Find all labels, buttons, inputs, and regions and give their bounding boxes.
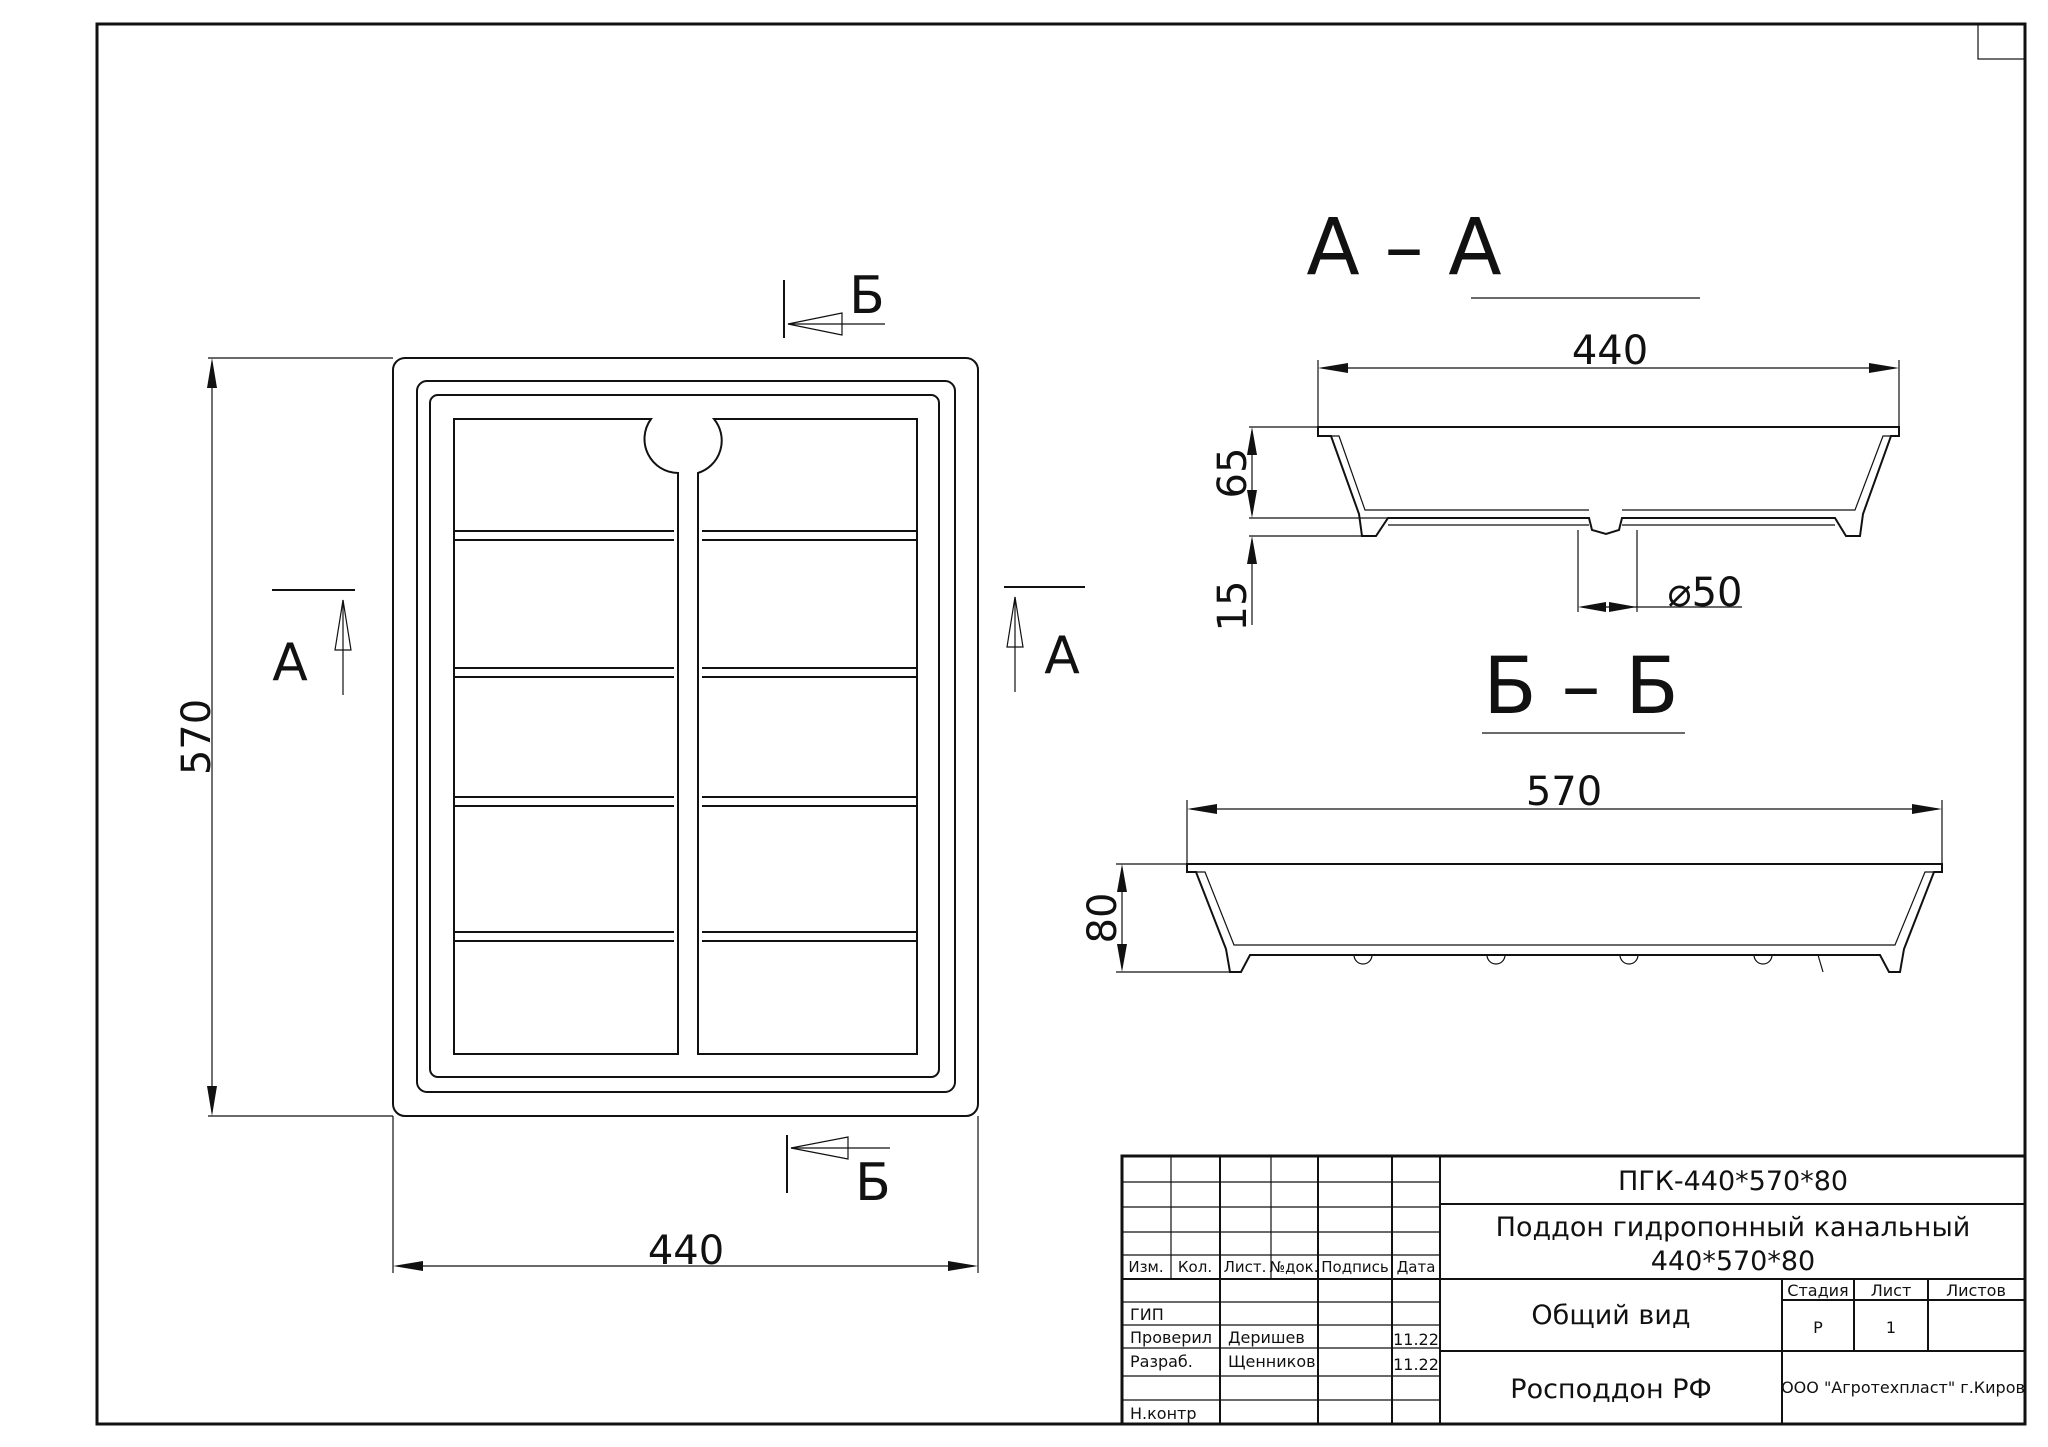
right-channel-outline (697, 418, 918, 1055)
name-razrab: Щенников (1228, 1352, 1316, 1371)
sheet-frame (95, 22, 2027, 1426)
section-bb-profile (1186, 863, 1943, 973)
front-width-label: 440 (648, 1228, 724, 1274)
sheet-value: 1 (1886, 1318, 1896, 1337)
sheet-label: Лист (1871, 1281, 1912, 1300)
tray-inner-rim (416, 380, 956, 1093)
front-width-dimension: 440 (392, 1116, 979, 1274)
date-razrab: 11.22 (1393, 1355, 1439, 1374)
section-bb-channels (1353, 954, 1824, 973)
tray-outer-rim (392, 357, 979, 1117)
product-name-line2: 440*570*80 (1651, 1246, 1815, 1277)
hdr-list: Лист. (1224, 1258, 1267, 1276)
section-aa-height-label: 65 (1210, 448, 1256, 499)
role-gip: ГИП (1130, 1305, 1164, 1324)
section-bb-height-label: 80 (1080, 893, 1126, 944)
section-bb-width-label: 570 (1526, 769, 1602, 815)
hdr-kol: Кол. (1178, 1258, 1212, 1276)
company-name: Росподдон РФ (1510, 1374, 1711, 1405)
name-proveril: Деришев (1228, 1328, 1305, 1347)
sheets-label: Листов (1946, 1281, 2006, 1300)
stage-value: Р (1813, 1318, 1823, 1337)
left-channel-outline (453, 418, 679, 1055)
role-nkontr: Н.контр (1130, 1404, 1197, 1423)
view-name: Общий вид (1531, 1300, 1690, 1331)
role-razrab: Разраб. (1130, 1352, 1193, 1371)
front-view: 570 440 А А Б (174, 266, 1085, 1274)
cross-ribs (454, 530, 917, 942)
cut-marker-b-bottom: Б (786, 1135, 891, 1213)
hdr-data: Дата (1397, 1258, 1436, 1276)
front-height-dimension: 570 (174, 357, 393, 1117)
cut-marker-a-left: А (272, 589, 355, 695)
section-aa-hole-label: ⌀50 (1668, 570, 1743, 616)
section-aa-title: А – А (1306, 203, 1501, 293)
svg-text:А: А (1044, 626, 1080, 686)
cut-marker-b-top: Б (783, 266, 885, 338)
hdr-ndoc: №док. (1270, 1258, 1319, 1276)
role-proveril: Проверил (1130, 1328, 1212, 1347)
section-aa-width-label: 440 (1572, 328, 1648, 374)
section-aa-profile (1317, 426, 1900, 537)
hdr-podpis: Подпись (1321, 1258, 1388, 1276)
date-proveril: 11.22 (1393, 1330, 1439, 1349)
svg-text:Б: Б (849, 266, 885, 326)
section-bb-title: Б – Б (1483, 642, 1679, 732)
tray-bottom-edge (429, 394, 940, 1078)
drawing-code: ПГК-440*570*80 (1618, 1166, 1848, 1197)
hdr-izm: Изм. (1128, 1258, 1163, 1276)
section-aa: А – А 440 65 15 ⌀50 (1210, 203, 1900, 632)
corner-box (1977, 23, 2026, 60)
title-block: Изм. Кол. Лист. №док. Подпись Дата ГИП П… (1120, 1154, 2027, 1426)
cut-marker-a-right: А (1004, 586, 1085, 692)
svg-text:Б: Б (855, 1153, 891, 1213)
stage-label: Стадия (1787, 1281, 1848, 1300)
product-name-line1: Поддон гидропонный канальный (1496, 1212, 1971, 1243)
front-height-label: 570 (174, 699, 220, 775)
svg-text:А: А (272, 633, 308, 693)
section-bb: Б – Б 570 80 (1080, 642, 1943, 973)
organization: ООО "Агротехпласт" г.Киров (1781, 1378, 2025, 1397)
section-aa-foot-label: 15 (1210, 581, 1256, 632)
